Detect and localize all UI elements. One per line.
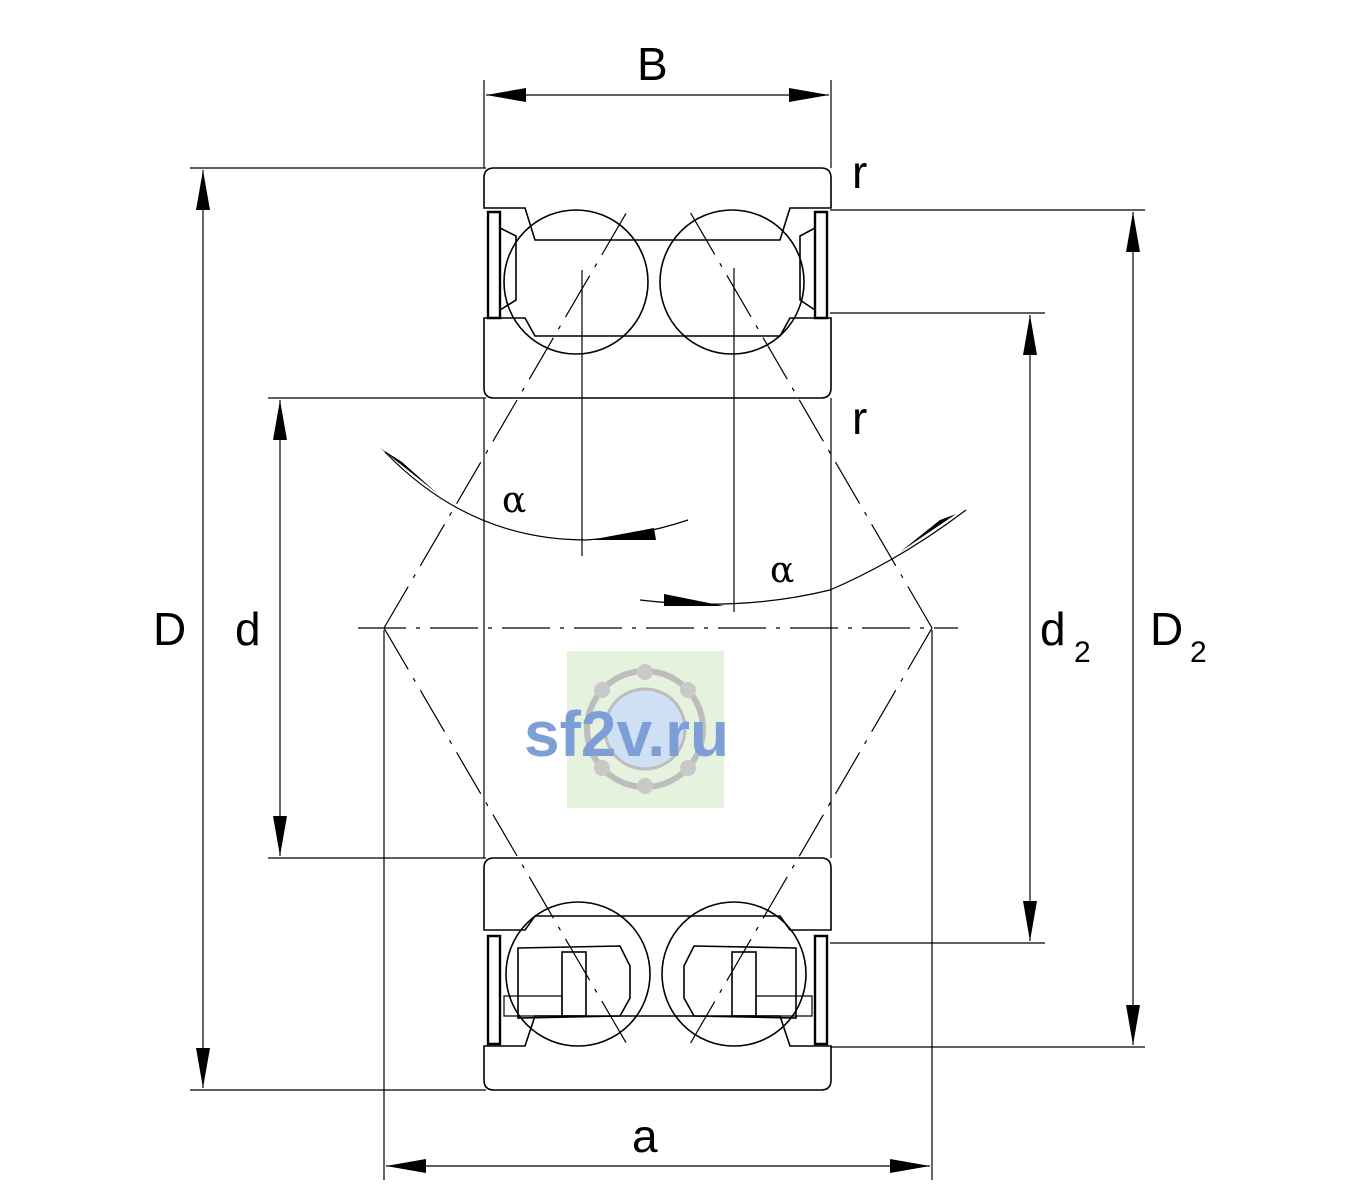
ball-upper-right	[659, 209, 805, 355]
upper-section	[483, 167, 832, 399]
dimension-lines	[190, 80, 1145, 1180]
watermark-text: sf2v.ru	[524, 698, 729, 770]
lower-section	[483, 857, 832, 1091]
watermark: sf2v.ru	[524, 651, 729, 808]
label-D: D	[153, 603, 186, 655]
label-B: B	[637, 38, 668, 90]
label-d: d	[235, 603, 261, 655]
angle-arcs	[380, 448, 967, 606]
ball-lower-left	[505, 901, 651, 1047]
label-alpha-left: α	[502, 480, 526, 521]
ball-upper-left	[503, 209, 649, 355]
label-alpha-right: α	[770, 550, 794, 591]
label-D2-subscript: 2	[1190, 636, 1207, 669]
label-D2: D	[1150, 603, 1183, 655]
label-d2-subscript: 2	[1074, 636, 1091, 669]
label-a: a	[632, 1110, 658, 1162]
ball-lower-right	[661, 901, 807, 1047]
label-r-outer: r	[852, 146, 867, 198]
label-d2: d	[1040, 603, 1066, 655]
label-r-inner: r	[852, 392, 867, 444]
